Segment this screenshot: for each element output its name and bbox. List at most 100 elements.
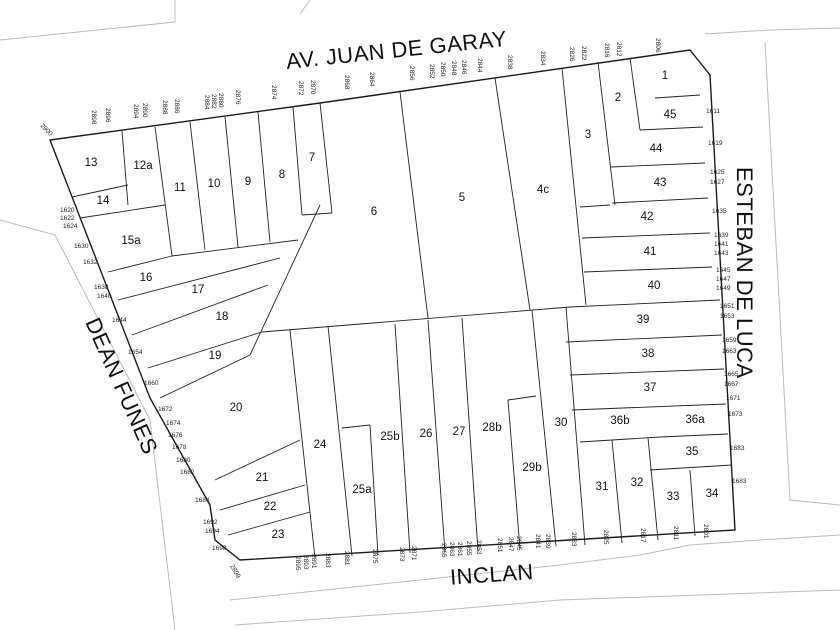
lot-label: 29b <box>522 462 541 474</box>
lot-label: 40 <box>648 280 661 292</box>
lot-label: 8 <box>279 169 285 181</box>
door-number: 1632 <box>83 259 98 266</box>
lot-label: 41 <box>644 246 657 258</box>
door-number: 2864 <box>368 72 375 87</box>
door-number: 2812 <box>615 42 622 57</box>
door-number: 1680 <box>176 457 191 464</box>
door-number: 2861 <box>456 542 463 557</box>
door-number: 2816 <box>603 43 610 58</box>
door-number: 2817 <box>639 528 646 543</box>
lot-label: 38 <box>642 348 655 360</box>
door-number: 1630 <box>74 243 89 250</box>
lot-label: 11 <box>174 182 186 194</box>
door-number: 1694 <box>205 528 220 535</box>
door-number: 2853 <box>475 540 482 555</box>
door-number: 2883 <box>324 553 331 568</box>
door-number: 1683 <box>732 478 747 485</box>
door-number: 1627 <box>710 179 725 186</box>
door-number: 2845 <box>515 536 522 551</box>
lot-label: 35 <box>686 446 699 458</box>
door-number: 2806 <box>654 38 661 53</box>
lot-label: 9 <box>245 176 251 188</box>
door-number: 2895 <box>294 556 301 571</box>
door-number: 1640 <box>97 293 112 300</box>
door-number: 2886 <box>173 99 180 114</box>
lot-label: 34 <box>706 488 719 500</box>
lot-label: 10 <box>208 178 221 190</box>
door-number: 2848 <box>450 61 457 76</box>
lot-label: 27 <box>453 426 466 438</box>
door-number: 2856 <box>408 66 415 81</box>
door-number: 2847 <box>507 537 514 552</box>
door-number: 2833 <box>570 532 577 547</box>
door-number: 2880 <box>217 93 224 108</box>
door-number: 1620 <box>60 207 75 214</box>
door-number: 1638 <box>94 284 109 291</box>
lot-label: 43 <box>654 177 667 189</box>
door-number: 2801 <box>702 524 709 539</box>
door-number: 2876 <box>234 90 241 105</box>
lot-label: 3 <box>585 129 591 141</box>
door-number: 2896 <box>104 108 111 123</box>
door-number: 2826 <box>568 47 575 62</box>
door-number: 1649 <box>716 285 731 292</box>
lot-label: 1 <box>662 70 668 82</box>
door-number: 2852 <box>428 64 435 79</box>
door-number: 1683 <box>730 445 745 452</box>
door-number: 2838 <box>506 55 513 70</box>
street-name-north: AV. JUAN DE GARAY <box>285 26 508 74</box>
door-number: 2855 <box>465 541 472 556</box>
lot-label: 17 <box>192 284 205 296</box>
door-number: 2891 <box>310 554 317 569</box>
door-number: 2890 <box>141 103 148 118</box>
door-number: 2899 <box>228 564 241 580</box>
door-number: 1644 <box>112 317 127 324</box>
lot-label: 6 <box>371 206 377 218</box>
lot-label: 33 <box>667 491 680 503</box>
lot-label: 32 <box>631 477 644 489</box>
lot-label: 36a <box>685 414 705 426</box>
door-number: 1654 <box>128 349 143 356</box>
door-number: 2811 <box>672 526 679 540</box>
door-number: 1663 <box>722 348 737 355</box>
lot-label: 14 <box>97 195 110 207</box>
door-number: 2893 <box>302 555 309 570</box>
door-number: 2874 <box>270 85 277 100</box>
door-number: 1659 <box>722 337 737 344</box>
door-number: 1611 <box>706 108 720 115</box>
lot-label: 16 <box>140 272 153 284</box>
door-number: 2822 <box>580 46 587 61</box>
door-number: 2875 <box>371 549 378 564</box>
door-number: 1645 <box>716 267 731 274</box>
door-number: 1635 <box>712 208 727 215</box>
door-number: 1684 <box>195 497 210 504</box>
lot-label: 22 <box>264 501 277 513</box>
door-number: 2871 <box>410 546 417 561</box>
door-number: 1665 <box>724 371 739 378</box>
door-numbers-south: 2801 2811 2817 2825 2833 2839 2841 2845 … <box>228 524 709 580</box>
lot-label: 44 <box>650 143 663 155</box>
lot-label: 21 <box>256 472 269 484</box>
lot-label: 7 <box>309 152 315 164</box>
door-number: 2851 <box>496 538 503 553</box>
door-number: 2881 <box>343 551 350 566</box>
lot-label: 5 <box>459 192 465 204</box>
door-number: 2898 <box>90 110 97 125</box>
door-number: 1624 <box>63 223 78 230</box>
door-number: 2873 <box>398 547 405 562</box>
door-number: 1672 <box>158 406 173 413</box>
lot-label: 2 <box>615 92 621 104</box>
lot-label: 15a <box>121 235 141 247</box>
door-number: 2894 <box>132 104 139 119</box>
door-number: 1671 <box>726 395 741 402</box>
street-name-east: ESTEBAN DE LUCA <box>732 167 757 379</box>
door-number: 2900 <box>39 122 54 137</box>
lot-label: 30 <box>555 417 568 429</box>
door-number: 1619 <box>708 140 723 147</box>
lot-label: 28b <box>482 422 501 434</box>
door-numbers-north: 2806 2812 2816 2822 2826 2834 2838 2844 … <box>39 38 661 138</box>
door-number: 1673 <box>728 411 743 418</box>
door-number: 1692 <box>203 519 218 526</box>
door-number: 1639 <box>714 232 729 239</box>
